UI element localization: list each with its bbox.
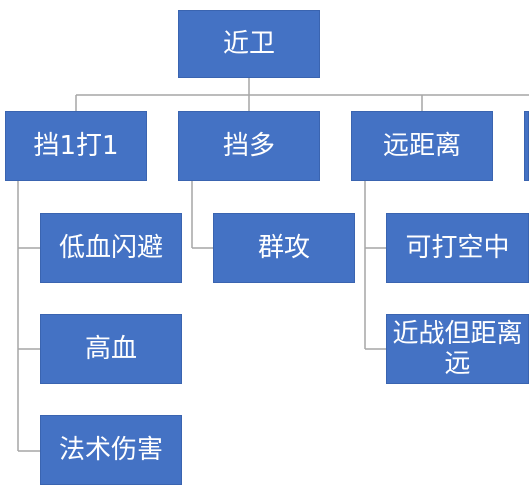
root-node-label: 近卫: [222, 29, 275, 59]
branch-node-3-label: 远距离: [382, 131, 461, 161]
leaf-node-1-3-label: 法术伤害: [58, 435, 163, 465]
branch-node-1: 挡1打1: [5, 111, 147, 181]
leaf-node-1-1: 低血闪避: [40, 213, 182, 283]
leaf-node-3-2-label: 近战但距离远: [392, 319, 523, 379]
leaf-node-1-2-label: 高血: [84, 334, 137, 364]
branch-node-2: 挡多: [178, 111, 320, 181]
leaf-node-1-3: 法术伤害: [40, 415, 182, 485]
leaf-node-1-2: 高血: [40, 314, 182, 384]
leaf-node-2-1: 群攻: [213, 213, 355, 283]
leaf-node-2-1-label: 群攻: [257, 233, 310, 263]
branch-node-partial: [524, 111, 529, 181]
branch-node-2-label: 挡多: [222, 131, 275, 161]
branch-node-3: 远距离: [351, 111, 493, 181]
root-node: 近卫: [178, 10, 320, 78]
leaf-node-1-1-label: 低血闪避: [58, 233, 163, 263]
leaf-node-3-2: 近战但距离远: [386, 314, 529, 384]
leaf-node-3-1-label: 可打空中: [405, 233, 510, 263]
branch-node-1-label: 挡1打1: [33, 131, 119, 161]
leaf-node-3-1: 可打空中: [386, 213, 529, 283]
